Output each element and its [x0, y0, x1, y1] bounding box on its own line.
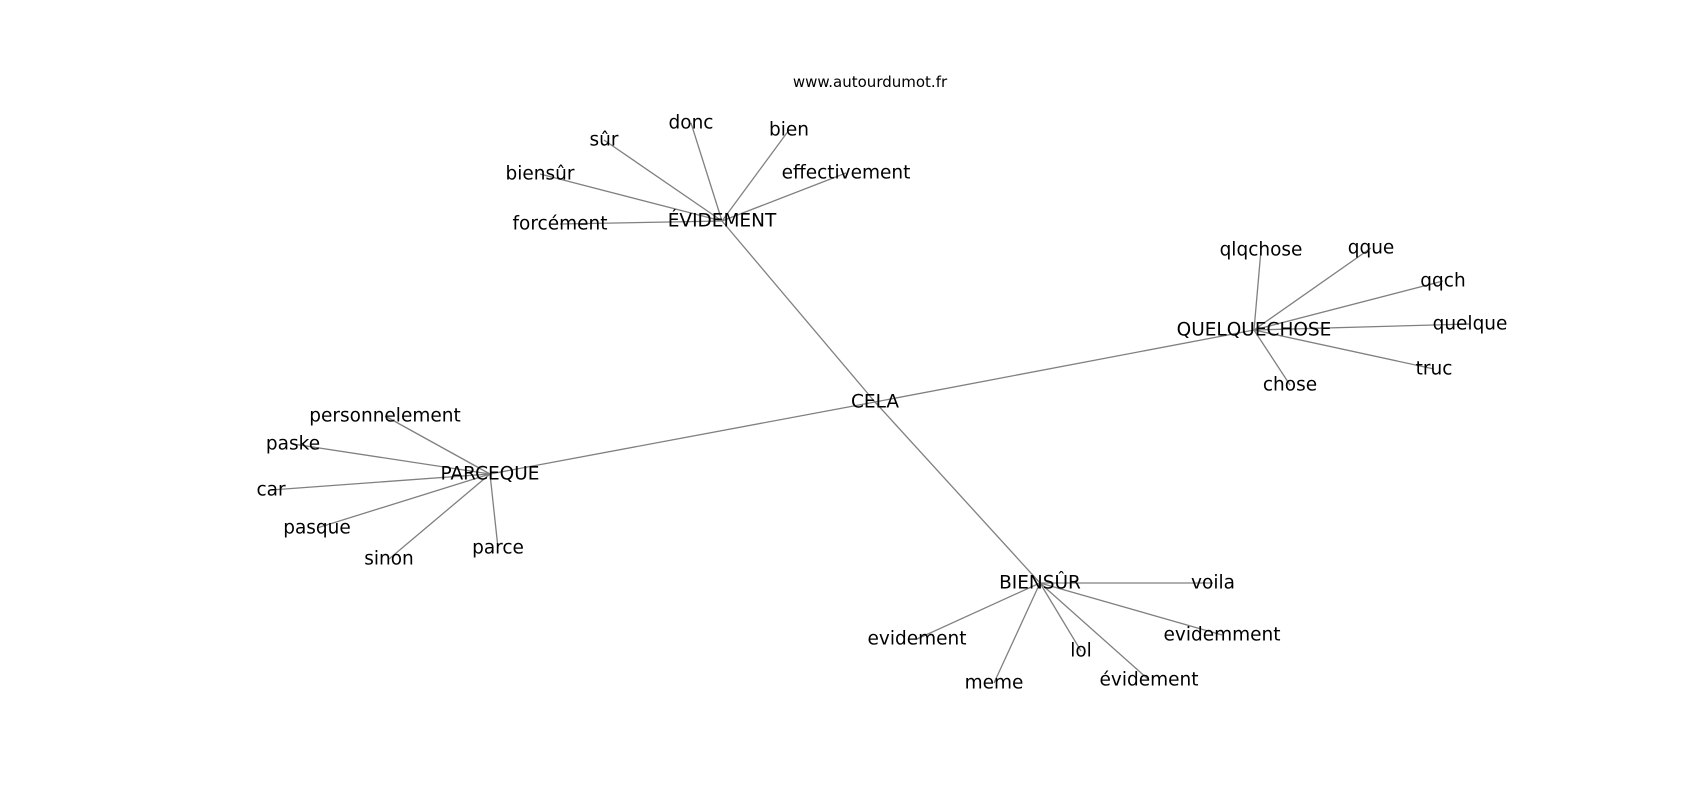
edge-quelquechose-leaf — [1253, 249, 1262, 331]
edge-quelquechose-leaf — [1253, 280, 1444, 331]
edge-biensur-leaf — [916, 582, 1041, 640]
edge-quelquechose-leaf — [1253, 247, 1372, 331]
edge-biensur-leaf — [1039, 582, 1150, 681]
edge-center-quelquechose — [874, 329, 1255, 403]
leaf-node: donc — [669, 113, 714, 134]
edge-parceque-leaf — [384, 415, 491, 475]
edge-parceque-leaf — [316, 473, 491, 529]
center-node-label: CELA — [851, 392, 899, 413]
leaf-node: forcément — [513, 214, 608, 235]
graph-edges — [270, 122, 1471, 684]
edge-biensur-leaf — [1039, 582, 1082, 652]
edge-evidement-leaf — [690, 122, 723, 222]
leaf-node: évidement — [1100, 670, 1199, 691]
hub-node-quelquechose: QUELQUECHOSE — [1177, 320, 1332, 341]
hub-node-biensur: BIENSÛR — [999, 572, 1081, 594]
edge-parceque-leaf — [270, 473, 491, 491]
leaf-node: sinon — [364, 549, 414, 570]
edge-center-evidement — [721, 220, 876, 403]
site-url-label: www.autourdumot.fr — [793, 73, 948, 91]
edge-center-parceque — [489, 401, 876, 475]
leaf-node: pasque — [283, 518, 351, 539]
hub-node-evidement: ÉVIDEMENT — [668, 210, 777, 232]
edge-quelquechose-leaf — [1253, 329, 1435, 370]
leaf-node: lol — [1070, 641, 1092, 662]
hub-node-parceque: PARCEQUE — [441, 464, 540, 485]
edge-center-biensur — [874, 401, 1041, 584]
leaf-node: evidemment — [1164, 625, 1281, 646]
edge-evidement-leaf — [603, 139, 723, 222]
leaf-node: voila — [1191, 573, 1235, 594]
leaf-node: truc — [1416, 359, 1453, 380]
leaf-node: quelque — [1433, 314, 1508, 335]
edge-parceque-leaf — [489, 473, 499, 549]
leaf-node: qlqchose — [1220, 240, 1303, 261]
leaf-node: parce — [472, 538, 524, 559]
edge-quelquechose-leaf — [1253, 329, 1291, 386]
leaf-node: personnelement — [309, 406, 460, 427]
leaf-node: qqch — [1420, 271, 1465, 292]
leaf-node: biensûr — [506, 164, 575, 185]
leaf-node: evidement — [868, 629, 967, 650]
leaf-node: qque — [1348, 238, 1395, 259]
leaf-node: effectivement — [782, 163, 911, 184]
edge-parceque-leaf — [292, 443, 491, 475]
leaf-node: paske — [266, 434, 320, 455]
edge-evidement-leaf — [559, 220, 723, 225]
edge-evidement-leaf — [721, 129, 790, 222]
leaf-node: car — [256, 480, 286, 501]
edge-quelquechose-leaf — [1253, 323, 1471, 331]
edge-biensur-leaf — [993, 582, 1041, 684]
leaf-node: meme — [965, 673, 1024, 694]
leaf-node: sûr — [590, 130, 619, 151]
edge-evidement-leaf — [539, 173, 723, 222]
edge-evidement-leaf — [721, 172, 847, 222]
leaf-node: bien — [769, 120, 809, 141]
edge-biensur-leaf — [1039, 582, 1223, 636]
edge-parceque-leaf — [388, 473, 491, 560]
leaf-node: chose — [1263, 375, 1317, 396]
